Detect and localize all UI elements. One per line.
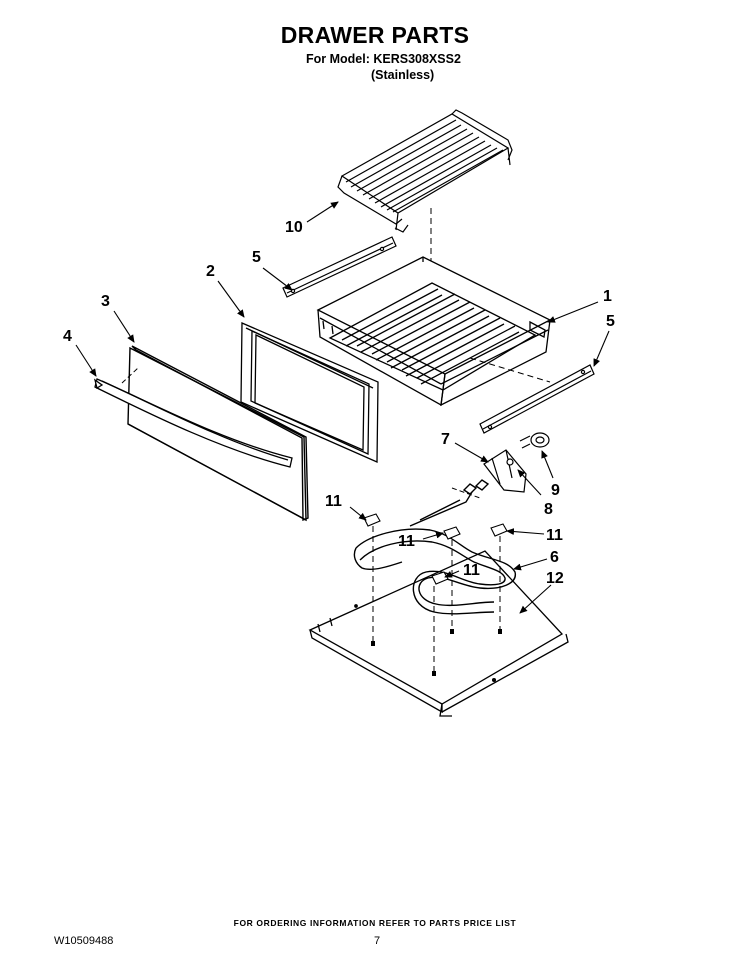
callout-9: 9 [551, 482, 560, 499]
callout-11-center: 11 [398, 533, 415, 550]
callout-5-lower: 5 [606, 313, 615, 330]
page-number: 7 [374, 935, 381, 947]
callout-6: 6 [550, 549, 559, 566]
callout-5: 5 [252, 249, 261, 266]
thermal-switch-part [519, 432, 550, 449]
bottom-plate-part [308, 550, 569, 717]
wire-rack-part [337, 109, 513, 233]
callout-12: 12 [546, 570, 564, 587]
callout-3: 3 [101, 293, 110, 310]
heating-element-part [353, 479, 516, 615]
door-alignment-line [121, 367, 139, 384]
callout-11-lower: 11 [463, 562, 480, 579]
model-subtitle: For Model: KERS308XSS2 [306, 52, 461, 66]
door-frame-part [240, 322, 379, 463]
drawer-box-part [316, 256, 552, 407]
clip-part [363, 513, 508, 585]
callout-11-left: 11 [325, 493, 342, 510]
box-alignment-line [469, 357, 551, 383]
callout-8: 8 [544, 501, 553, 518]
callout-10: 10 [285, 219, 303, 236]
screw-markers [371, 629, 502, 676]
bracket-part [483, 449, 527, 493]
door-handle-part [93, 378, 293, 468]
document-number: W10509488 [54, 935, 114, 947]
callout-11-right: 11 [546, 527, 563, 544]
callout-labels: 10 5 2 3 4 1 5 7 9 8 11 11 11 6 11 12 [63, 219, 615, 587]
callout-7: 7 [441, 431, 450, 448]
finish-subtitle: (Stainless) [371, 68, 435, 82]
clip-alignment-lines [372, 526, 501, 672]
callout-1: 1 [603, 288, 612, 305]
slide-rail-part [282, 236, 397, 298]
callout-2: 2 [206, 263, 215, 280]
ordering-note: FOR ORDERING INFORMATION REFER TO PARTS … [233, 918, 517, 928]
element-alignment-line [451, 487, 481, 499]
leader-lines [75, 201, 610, 614]
slide-rail-part [479, 364, 595, 434]
page-title: DRAWER PARTS [280, 22, 470, 48]
callout-4: 4 [63, 328, 72, 345]
